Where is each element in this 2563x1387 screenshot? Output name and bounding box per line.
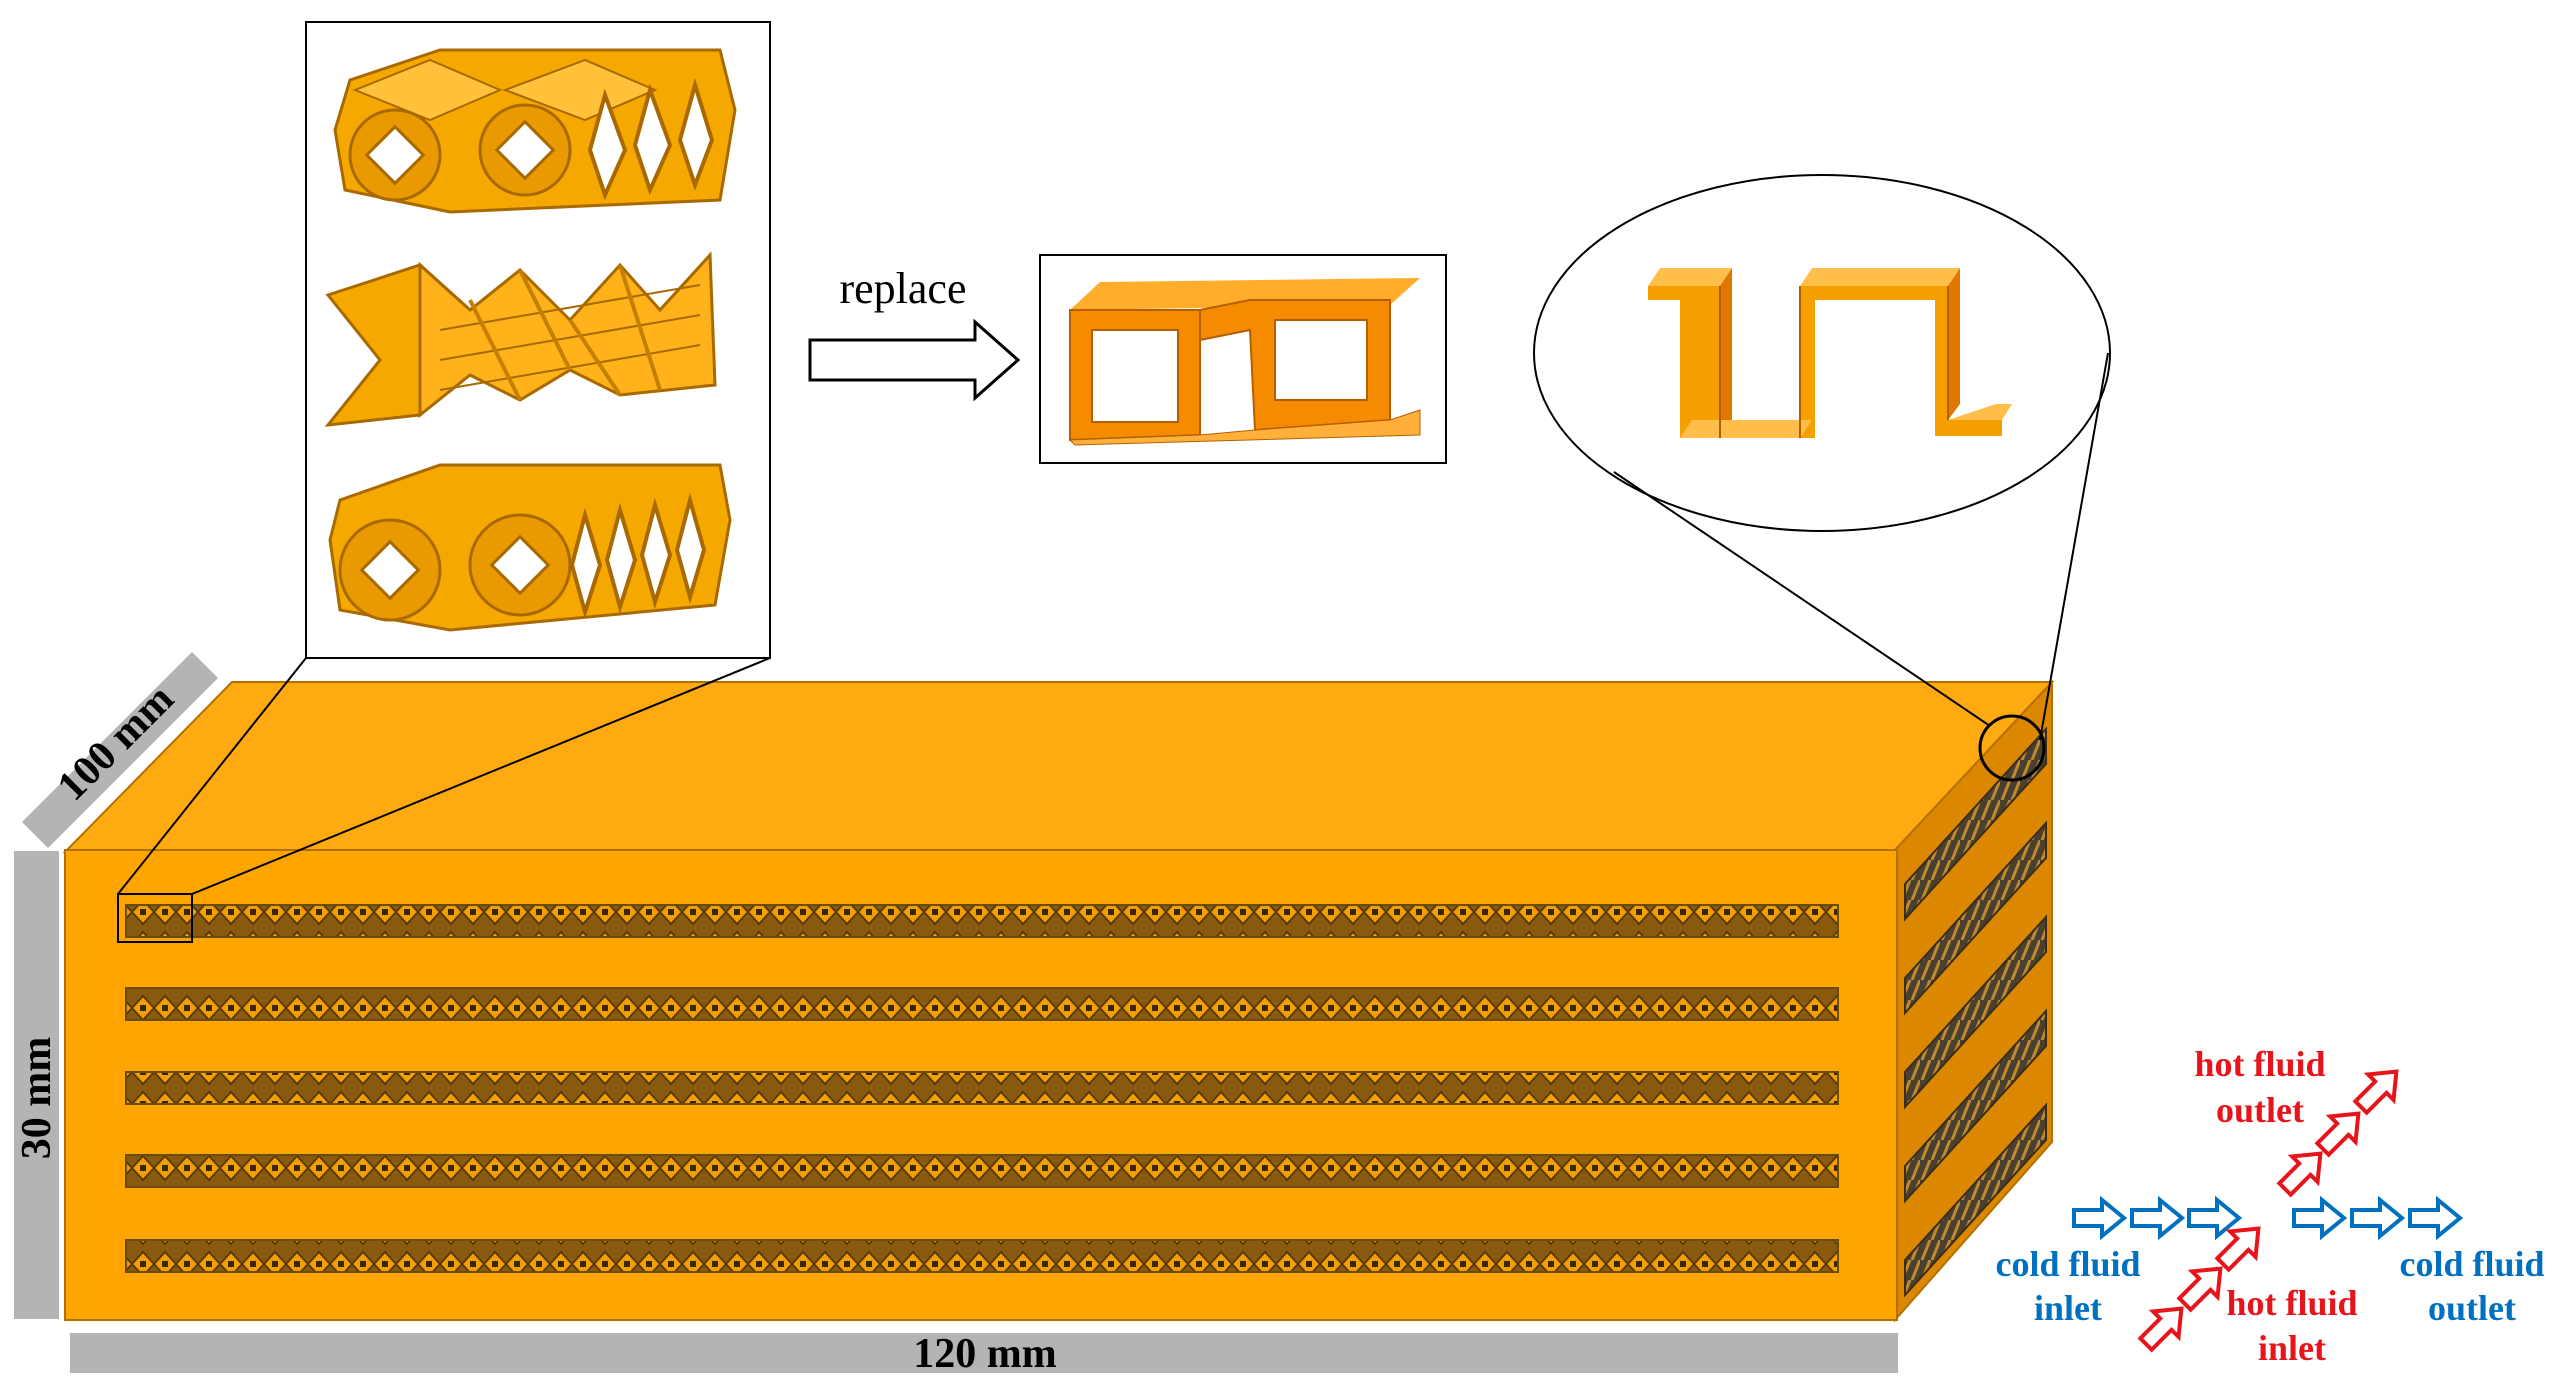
cold-arrow-icon: [2187, 1195, 2243, 1241]
side-channel: [1904, 726, 2047, 922]
hot-arrow-icon: [2276, 1151, 2323, 1198]
hot-outlet-label-line2: outlet: [2216, 1090, 2304, 1130]
cold-inlet-label-line2: inlet: [2034, 1288, 2102, 1328]
cold-inlet-label: cold fluid inlet: [1995, 1244, 2140, 1328]
cold-arrow-icon: [2350, 1195, 2406, 1241]
side-channel: [1904, 820, 2047, 1016]
hot-inlet-label: hot fluid inlet: [2226, 1283, 2357, 1368]
side-channel-group: [1904, 726, 2047, 1298]
fin-inset: [1039, 254, 1447, 464]
replace-label: replace: [840, 264, 967, 313]
cold-arrow-icon: [2408, 1195, 2464, 1241]
hot-arrow-icon: [2137, 1306, 2184, 1353]
dimension-length: 120 mm: [70, 1331, 1898, 1377]
lattice-structure-3: [328, 463, 732, 632]
side-channel: [1904, 1102, 2047, 1298]
hot-inlet-label-line2: inlet: [2258, 1328, 2326, 1368]
dimension-height: 30 mm: [14, 851, 60, 1319]
lattice-structure-2: [324, 251, 717, 427]
side-channel: [1904, 1008, 2047, 1204]
heat-exchanger-block: [62, 679, 2055, 1323]
length-bar: [70, 1333, 1898, 1373]
cold-inlet-label-line1: cold fluid: [1995, 1244, 2140, 1284]
front-channel: [125, 904, 1839, 938]
hot-fluid-arrows: [2137, 1069, 2399, 1353]
zoom-line-right: [191, 657, 771, 895]
ellipse-line-left: [1613, 471, 1991, 727]
side-channel: [1904, 914, 2047, 1110]
fin-zoom-circle: [1978, 714, 2046, 782]
lattice-inset: [305, 21, 771, 659]
hot-arrow-icon: [2314, 1111, 2361, 1158]
block-top-face: [62, 681, 2055, 854]
cold-fluid-arrows: [2072, 1195, 2464, 1241]
replace-arrow-icon: [808, 318, 1021, 402]
height-label: 30 mm: [14, 1037, 60, 1159]
lattice-zoom-box: [117, 893, 193, 943]
hot-outlet-label: hot fluid outlet: [2194, 1044, 2325, 1130]
cold-arrow-icon: [2292, 1195, 2348, 1241]
zoom-line-left: [117, 657, 307, 895]
front-channel-group: [125, 904, 1839, 1273]
cold-outlet-label: cold fluid outlet: [2399, 1244, 2544, 1328]
zoom-ellipse: [1533, 174, 2111, 532]
front-channel: [125, 1071, 1839, 1105]
hot-outlet-label-line1: hot fluid: [2194, 1044, 2325, 1084]
fin-zoom-ellipse: [1533, 174, 2111, 532]
cold-outlet-label-line2: outlet: [2428, 1288, 2516, 1328]
cold-arrow-icon: [2072, 1195, 2128, 1241]
ellipse-line-right: [2039, 352, 2109, 741]
hot-inlet-label-line1: hot fluid: [2226, 1283, 2357, 1323]
height-bar: [14, 851, 59, 1319]
lattice-structure-1: [333, 48, 737, 214]
length-label: 120 mm: [913, 1331, 1056, 1377]
depth-bar: [22, 652, 218, 848]
front-channel: [125, 987, 1839, 1021]
front-channel: [125, 1154, 1839, 1188]
cold-arrow-icon: [2130, 1195, 2186, 1241]
hot-arrow-icon: [2176, 1266, 2223, 1313]
hot-arrow-icon: [2214, 1226, 2261, 1273]
replace-arrow-group: replace: [808, 264, 1021, 402]
hot-arrow-icon: [2352, 1069, 2399, 1116]
cold-outlet-label-line1: cold fluid: [2399, 1244, 2544, 1284]
front-channel: [125, 1239, 1839, 1273]
